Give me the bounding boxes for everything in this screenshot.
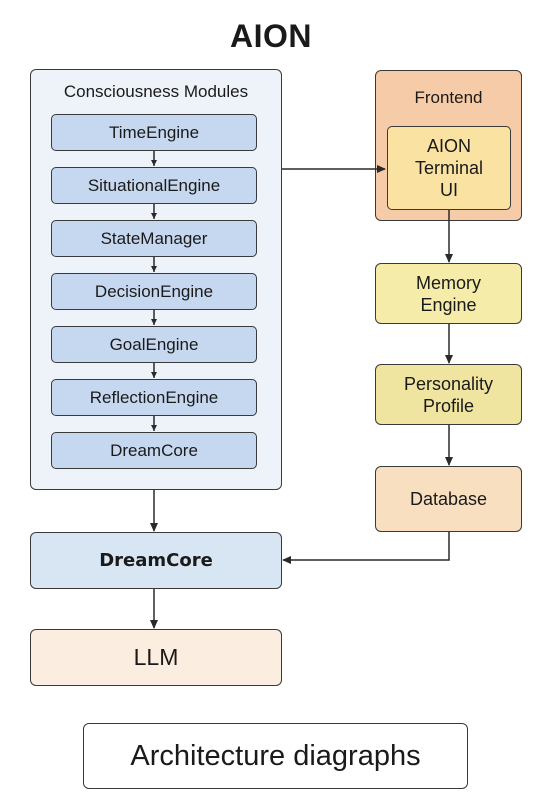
node-situational-engine: SituationalEngine: [51, 167, 257, 204]
node-database: Database: [375, 466, 522, 532]
edge-database-to-dreamcore: [282, 532, 450, 564]
frontend-label: Frontend: [414, 88, 483, 107]
node-state-manager: StateManager: [51, 220, 257, 257]
node-dreamcore: DreamCore: [30, 532, 282, 589]
terminal-line-1: AION: [426, 136, 471, 156]
node-memory-engine: Memory Engine: [375, 263, 522, 324]
terminal-line-2: Terminal: [414, 158, 484, 178]
consciousness-modules-label: Consciousness Modules: [63, 82, 249, 101]
personality-line-1: Personality: [403, 373, 494, 394]
node-reflection-engine: ReflectionEngine: [51, 379, 257, 416]
node-dreamcore-inner: DreamCore: [51, 432, 257, 469]
node-personality-profile: Personality Profile: [375, 364, 522, 425]
diagram-title: AION: [230, 18, 312, 54]
personality-line-2: Profile: [422, 395, 474, 416]
node-time-engine: TimeEngine: [51, 114, 257, 151]
node-aion-terminal-ui: AION Terminal UI: [387, 126, 511, 210]
node-llm: LLM: [30, 629, 282, 686]
diagram-caption: Architecture diagraphs: [83, 723, 468, 789]
node-goal-engine: GoalEngine: [51, 326, 257, 363]
node-decision-engine: DecisionEngine: [51, 273, 257, 310]
terminal-line-3: UI: [440, 180, 458, 200]
memory-line-1: Memory: [415, 272, 481, 293]
memory-line-2: Engine: [420, 294, 477, 315]
